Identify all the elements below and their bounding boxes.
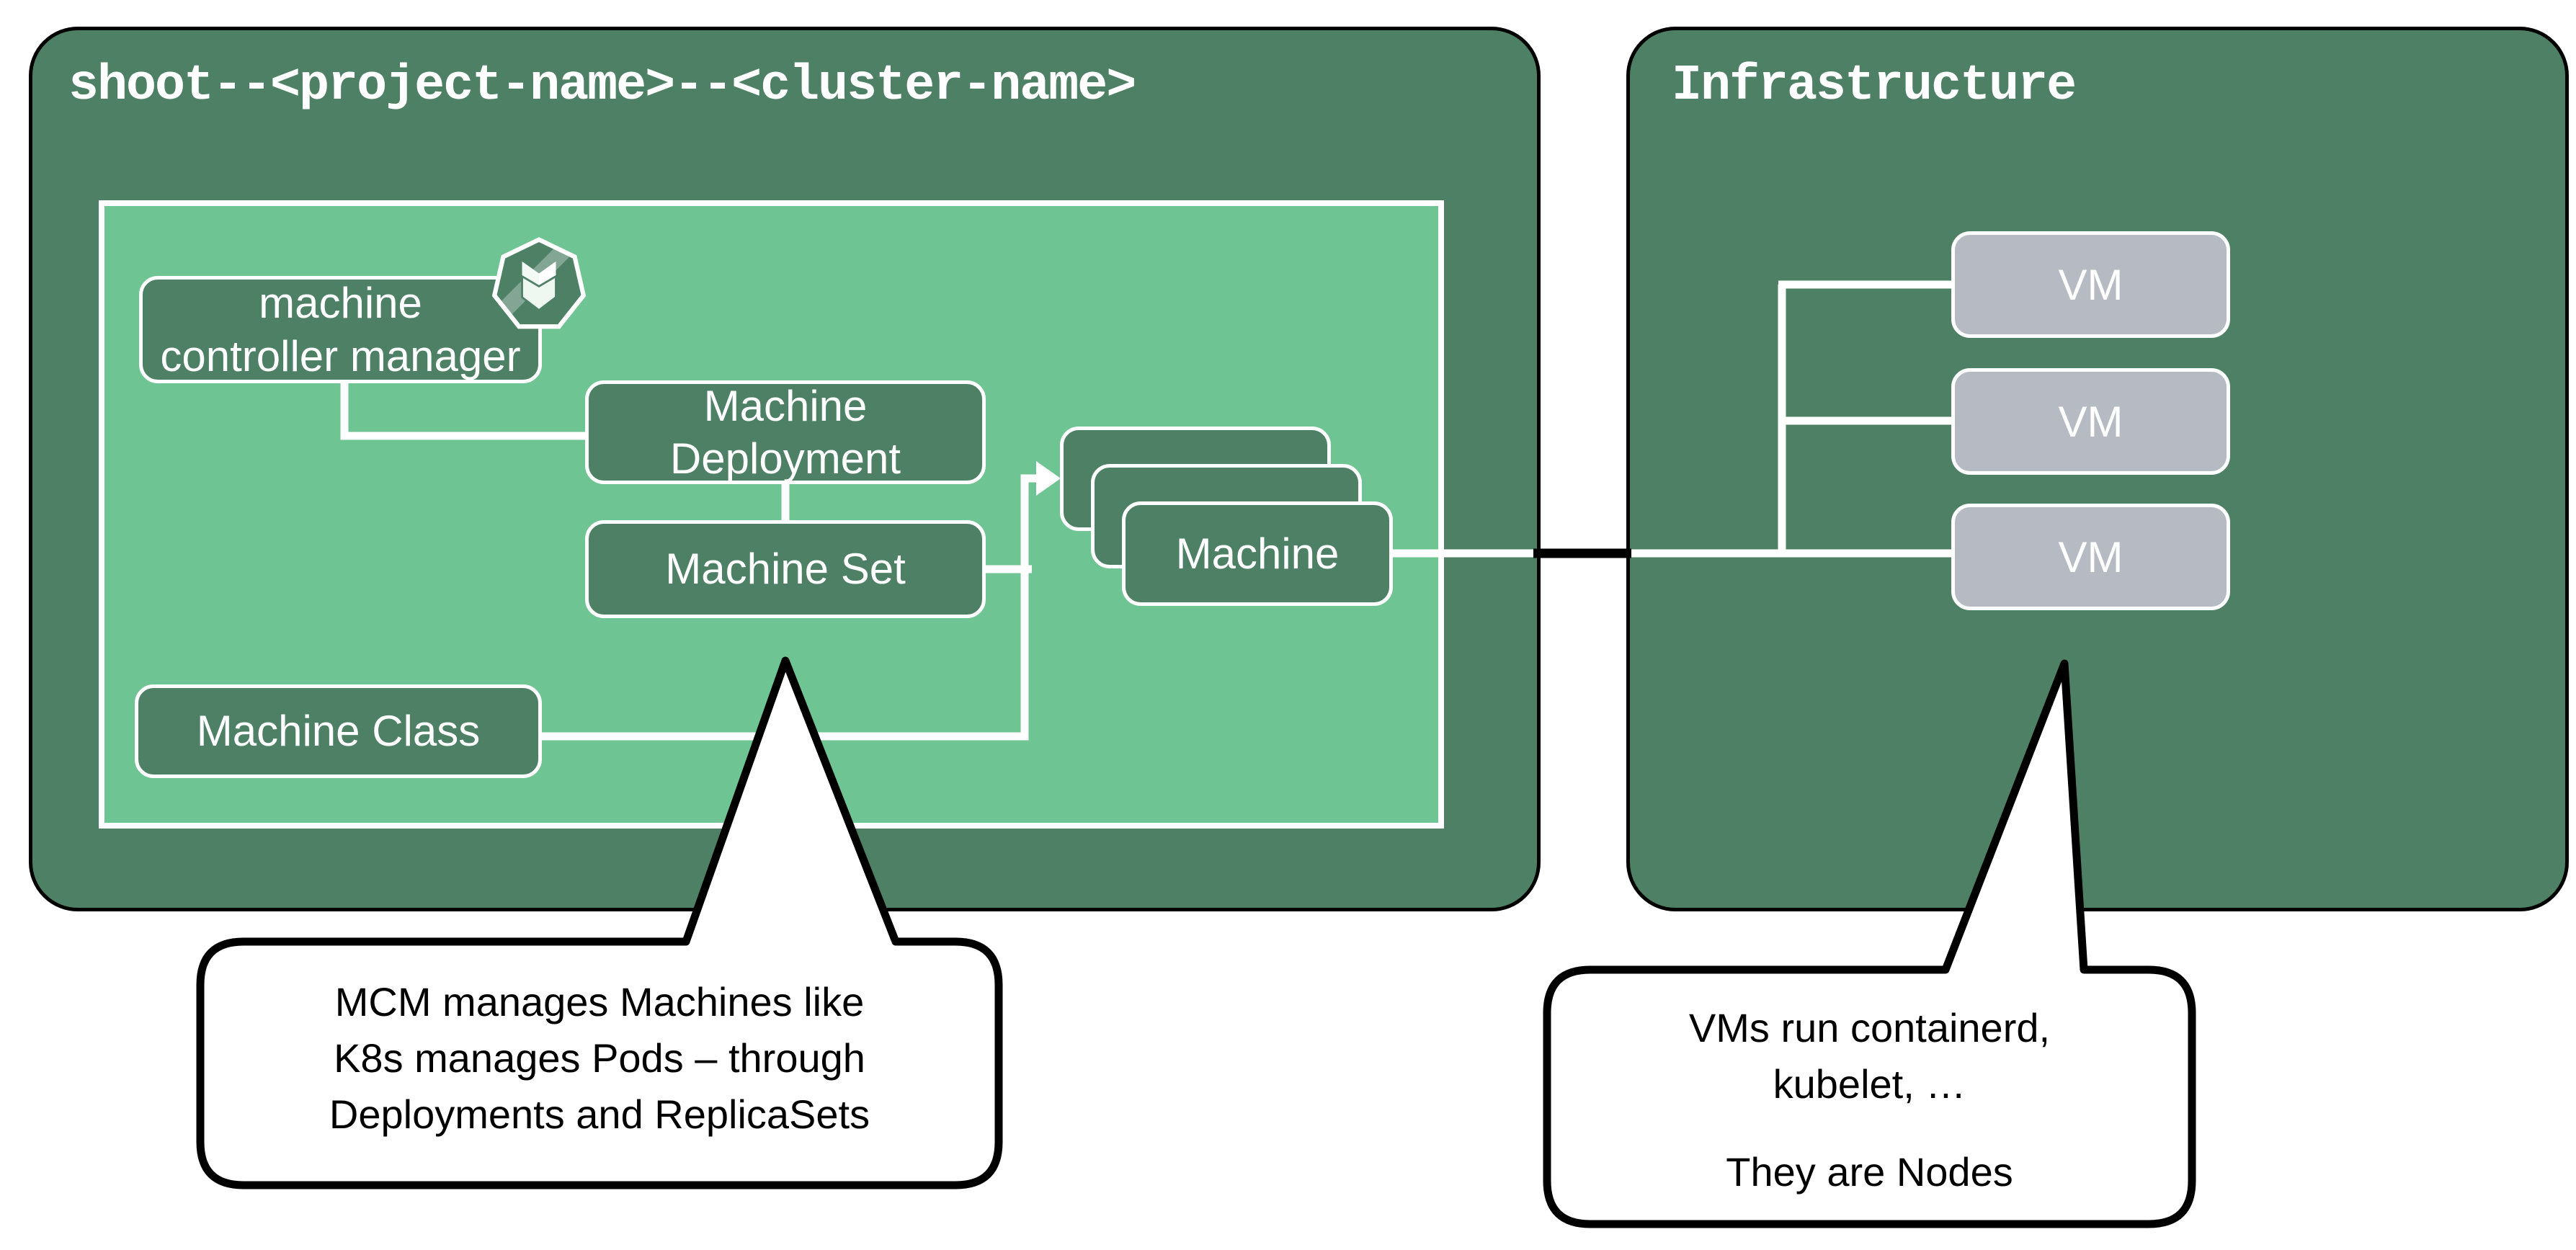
left-callout-line2: K8s manages Pods – through [334,1035,865,1081]
arrowhead-to-machine [1036,461,1061,496]
left-callout-text: MCM manages Machines like K8s manages Po… [215,974,984,1143]
node-machine-deployment: Machine Deployment [585,380,986,484]
mcm-label-line2: controller manager [160,331,521,380]
vm2-label: VM [2058,397,2123,446]
node-machine-set: Machine Set [585,520,986,618]
right-callout-line1: VMs run containerd, [1688,1005,2051,1050]
right-callout-spacer [1561,1112,2178,1144]
machine-class-label: Machine Class [196,707,481,756]
node-vm-3: VM [1951,504,2230,610]
machine-deployment-line2: Deployment [669,434,901,483]
vm3-label: VM [2058,532,2123,581]
right-callout-text: VMs run containerd, kubelet, … They are … [1561,1000,2178,1200]
machine-label: Machine [1175,529,1340,578]
mcm-label-line1: machine [259,279,422,328]
shoot-cluster-title: shoot--<project-name>--<cluster-name> [68,58,1136,115]
left-callout-line1: MCM manages Machines like [334,979,865,1024]
left-callout-bubble [196,656,1003,1189]
node-vm-2: VM [1951,368,2230,475]
right-callout-line3: They are Nodes [1726,1149,2013,1195]
machine-set-label: Machine Set [665,545,906,594]
node-machine: Machine [1122,501,1393,606]
right-callout-line2: kubelet, … [1773,1061,1966,1107]
machine-deployment-line1: Machine [703,381,868,430]
right-callout-bubble [1543,659,2196,1228]
node-vm-1: VM [1951,231,2230,338]
vm1-label: VM [2058,260,2123,309]
gardener-logo-icon [489,236,589,335]
node-machine-class: Machine Class [135,684,542,778]
node-machine-controller-manager: machine controller manager [139,276,542,383]
infrastructure-title: Infrastructure [1672,58,2077,115]
connector-mcm-to-deployment [340,380,585,440]
left-callout-line3: Deployments and ReplicaSets [329,1091,870,1137]
